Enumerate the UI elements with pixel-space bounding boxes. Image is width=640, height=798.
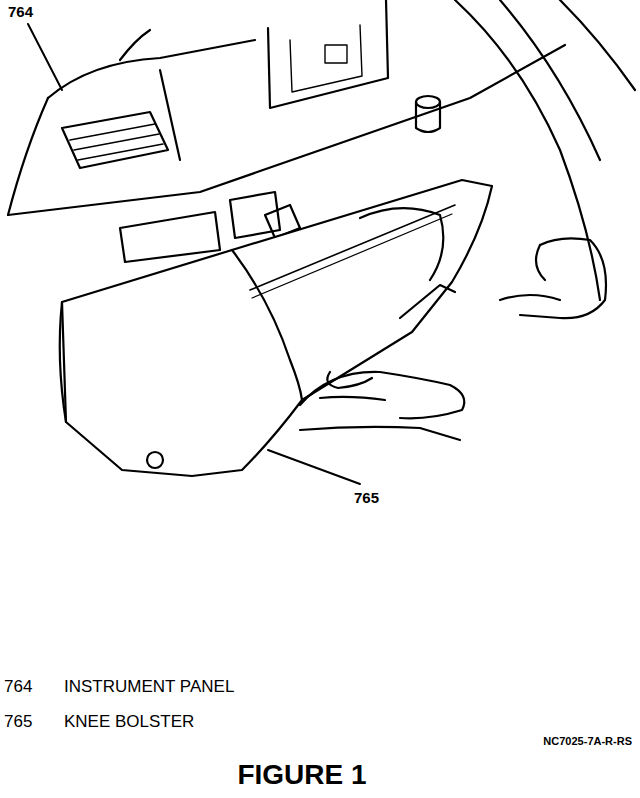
callout-number: 764 <box>8 4 33 21</box>
callout-number: 765 <box>354 490 379 507</box>
drawing-code: NC7025-7A-R-RS <box>543 735 632 747</box>
figure-caption: FIGURE 1 <box>237 760 366 791</box>
legend-number: 765 <box>4 713 32 732</box>
part-name: INSTRUMENT PANEL <box>64 678 234 697</box>
legend-number: 764 <box>4 678 32 697</box>
part-name: KNEE BOLSTER <box>64 713 194 732</box>
